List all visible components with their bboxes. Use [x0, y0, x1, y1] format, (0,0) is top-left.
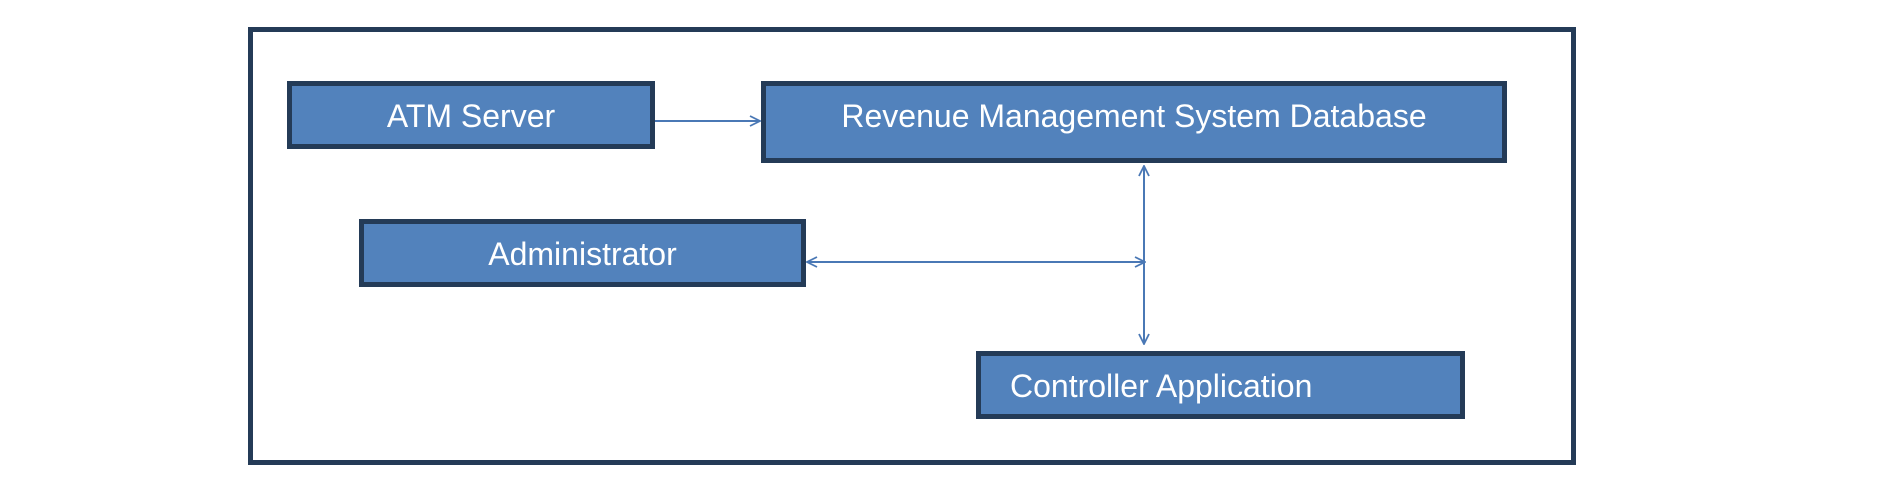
- atm-server-label: ATM Server: [386, 98, 556, 134]
- administrator-label: Administrator: [488, 236, 677, 272]
- controller-application-node: Controller Application: [976, 351, 1465, 419]
- atm-server-node: ATM Server: [287, 81, 655, 149]
- controller-application-label: Controller Application: [1010, 368, 1313, 404]
- rms-database-node: Revenue Management System Database: [761, 81, 1507, 163]
- rms-database-label: Revenue Management System Database: [841, 98, 1427, 134]
- administrator-node: Administrator: [359, 219, 806, 287]
